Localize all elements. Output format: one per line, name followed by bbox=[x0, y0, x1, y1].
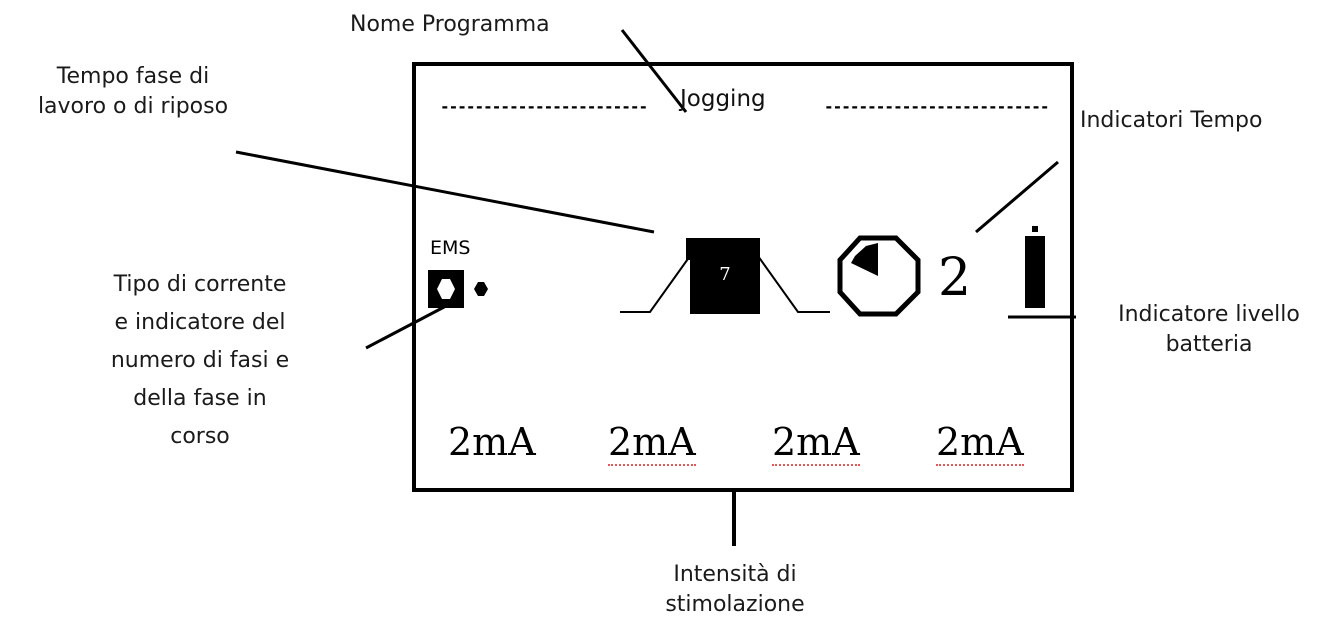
callout-time-indicators: Indicatori Tempo bbox=[1080, 108, 1263, 133]
mode-label: EMS bbox=[430, 237, 471, 259]
leader-program-name bbox=[620, 29, 688, 113]
callout-phase-time: Tempo fase di lavoro o di riposo bbox=[37, 64, 229, 119]
dashed-line-right: -------------------------- bbox=[824, 97, 1049, 116]
timer-icon bbox=[837, 235, 921, 317]
channel-4-intensity: 2mA bbox=[936, 420, 1024, 466]
device-screen bbox=[412, 62, 1074, 492]
leader-current-type bbox=[365, 304, 447, 350]
callout-battery: Indicatore livello batteria bbox=[1118, 302, 1300, 357]
timer-value: 2 bbox=[938, 248, 972, 308]
channel-3-intensity: 2mA bbox=[772, 420, 860, 466]
callout-program-name: Nome Programma bbox=[350, 12, 550, 37]
channel-2-intensity: 2mA bbox=[608, 420, 696, 466]
program-name: Jogging bbox=[680, 86, 766, 112]
dashed-line-left: ------------------------ bbox=[440, 97, 648, 116]
callout-current-type: Tipo di corrente e indicatore del numero… bbox=[110, 272, 290, 449]
channel-1-intensity: 2mA bbox=[448, 420, 536, 464]
callout-intensity: Intensità di stimolazione bbox=[665, 562, 805, 617]
phase-indicator-icon bbox=[428, 270, 488, 308]
battery-icon bbox=[1025, 226, 1045, 308]
phase-time-value: 7 bbox=[719, 264, 731, 285]
leader-time-indicators bbox=[975, 160, 1059, 234]
phase-time-icon bbox=[620, 238, 830, 314]
leader-phase-time bbox=[235, 150, 655, 234]
